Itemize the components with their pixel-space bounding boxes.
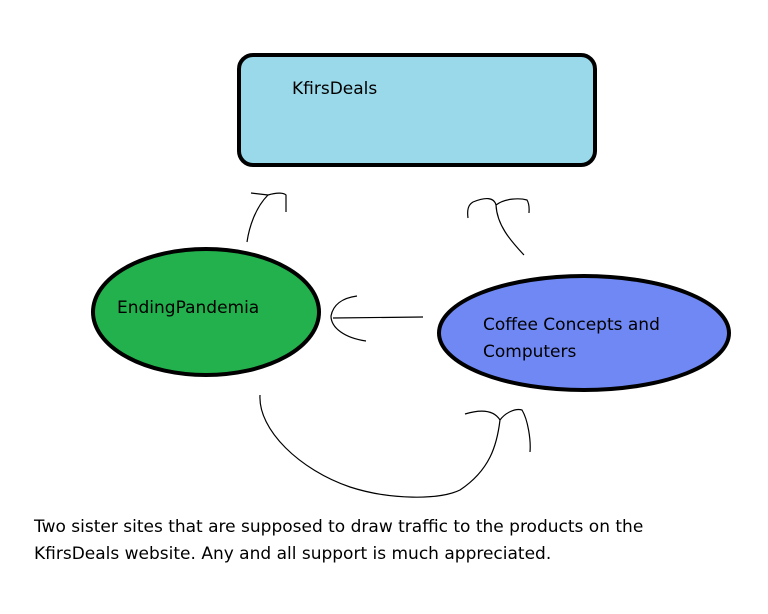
coffee-concepts-ellipse bbox=[437, 274, 731, 392]
caption-line2: KfirsDeals website. Any and all support … bbox=[34, 544, 552, 564]
caption: Two sister sites that are supposed to dr… bbox=[34, 514, 754, 568]
coffee-concepts-label: Coffee Concepts and Computers bbox=[483, 312, 660, 366]
arrow-ending-to-coffee bbox=[259, 394, 531, 498]
endingpandemia-ellipse bbox=[91, 247, 321, 377]
endingpandemia-label: EndingPandemia bbox=[117, 298, 260, 318]
arrow-coffee-to-kfirs bbox=[467, 198, 530, 256]
kfirsdeals-label: KfirsDeals bbox=[292, 79, 378, 99]
arrow-coffee-to-ending bbox=[330, 295, 424, 342]
caption-line1: Two sister sites that are supposed to dr… bbox=[34, 517, 644, 537]
kfirsdeals-box bbox=[237, 53, 597, 167]
coffee-concepts-label-line1: Coffee Concepts and bbox=[483, 315, 660, 335]
arrow-ending-to-kfirs bbox=[246, 192, 287, 243]
coffee-concepts-label-line2: Computers bbox=[483, 342, 577, 362]
